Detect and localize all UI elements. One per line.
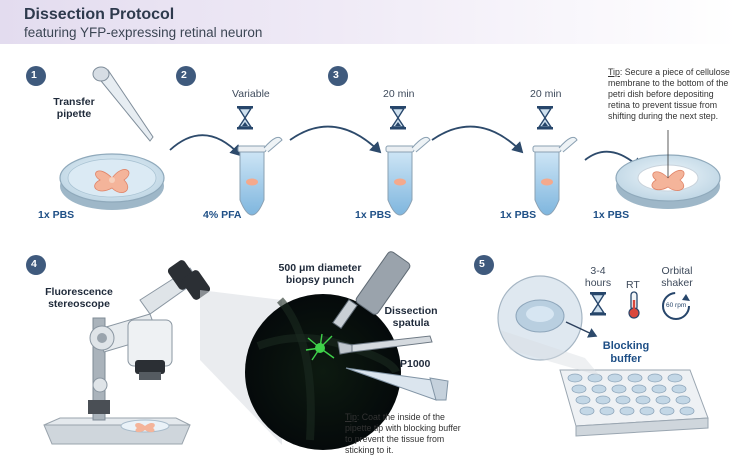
biopsy-punch-label: 500 μm diameter biopsy punch (278, 262, 362, 286)
dissection-spatula-icon (337, 335, 433, 355)
time-variable: Variable (232, 88, 270, 100)
hourglass-icon-20min-a (390, 106, 406, 130)
tip-row1-text: : Secure a piece of cellulose membrane t… (608, 67, 730, 121)
p1000-label: P1000 (400, 358, 431, 370)
plate-well (639, 406, 655, 416)
orbital-shaker-icon (662, 292, 690, 320)
step-3-number: 3 (333, 69, 339, 81)
transfer-pipette-icon (92, 66, 154, 142)
plate-zoom-cone (500, 330, 600, 376)
step5-rt: RT (626, 279, 640, 291)
plate-well (607, 373, 623, 383)
yfp-neuron (305, 333, 335, 361)
hourglass-icon-20min-b (537, 106, 553, 130)
plate-well (619, 406, 635, 416)
plate-well (571, 384, 587, 394)
thermometer-icon (628, 291, 640, 319)
step-2-number: 2 (181, 69, 187, 81)
step5-shaker: Orbital shaker (661, 265, 693, 289)
pbs-label-3: 1x PBS (500, 209, 537, 221)
arrow-2-to-3 (289, 125, 382, 154)
plate-well (567, 373, 583, 383)
plate-well (655, 395, 671, 405)
pbs-label-1: 1x PBS (38, 209, 75, 221)
step-1-badge (26, 66, 46, 86)
plate-wells (567, 373, 695, 416)
plate-well (635, 395, 651, 405)
plate-well (667, 373, 683, 383)
plate-well (579, 406, 595, 416)
plate-well (599, 406, 615, 416)
plate-well (679, 406, 695, 416)
tip-row2-label: Tip (345, 412, 357, 422)
pfa-label: 4% PFA (203, 209, 242, 221)
step5-dish-magnified (497, 275, 598, 361)
plate-well (631, 384, 647, 394)
step5-hours: 3-4 hours (584, 265, 612, 289)
time-20min-b: 20 min (530, 88, 562, 100)
page-title: Dissection Protocol (24, 6, 175, 23)
tube-pbs-b (532, 136, 578, 216)
plate-well (651, 384, 667, 394)
pbs-label-2: 1x PBS (355, 209, 392, 221)
plate-well (627, 373, 643, 383)
blocking-buffer-label: Blocking buffer (602, 340, 650, 365)
transfer-pipette-label: Transfer pipette (53, 96, 95, 120)
hourglass-icon-variable (237, 106, 253, 130)
plate-well (587, 373, 603, 383)
step-3-badge (328, 66, 348, 86)
arrow-3-to-4 (431, 125, 524, 154)
petri-dish-membrane (615, 130, 721, 209)
step-5-badge (474, 255, 494, 275)
time-20min-a: 20 min (383, 88, 415, 100)
tube-pbs-a (385, 136, 431, 216)
step-2-badge (176, 66, 196, 86)
arrow-1-to-2 (169, 134, 242, 157)
biopsy-punch-icon (332, 251, 411, 330)
tip-row1-label: Tip (608, 67, 620, 77)
retina-tissue-1 (94, 169, 130, 193)
plate-well (659, 406, 675, 416)
step-4-badge (26, 255, 46, 275)
hourglass-icon-step5 (590, 292, 606, 316)
spatula-label: Dissection spatula (384, 305, 438, 329)
plate-well (591, 384, 607, 394)
plate-well (647, 373, 663, 383)
tip-row1: Tip: Secure a piece of cellulose membran… (608, 67, 732, 122)
plate-well (575, 395, 591, 405)
tube-pfa (237, 136, 283, 216)
step-1-number: 1 (31, 69, 37, 81)
tip-row2: Tip: Coat the inside of the pipette tip … (345, 412, 463, 456)
tip-row2-text: : Coat the inside of the pipette tip wit… (345, 412, 461, 455)
plate-well (595, 395, 611, 405)
plate-well (671, 384, 687, 394)
step5-rpm: 60 rpm (666, 302, 687, 309)
microscope-label: Fluorescence stereoscope (45, 286, 113, 310)
pbs-label-4: 1x PBS (593, 209, 630, 221)
plate-well (615, 395, 631, 405)
header-banner: Dissection Protocol featuring YFP-expres… (0, 0, 738, 44)
step-4-number: 4 (31, 258, 37, 270)
p1000-tip-icon (345, 367, 449, 401)
page-subtitle: featuring YFP-expressing retinal neuron (24, 25, 263, 40)
plate-well (611, 384, 627, 394)
plate-well (675, 395, 691, 405)
step-5-number: 5 (479, 258, 485, 270)
